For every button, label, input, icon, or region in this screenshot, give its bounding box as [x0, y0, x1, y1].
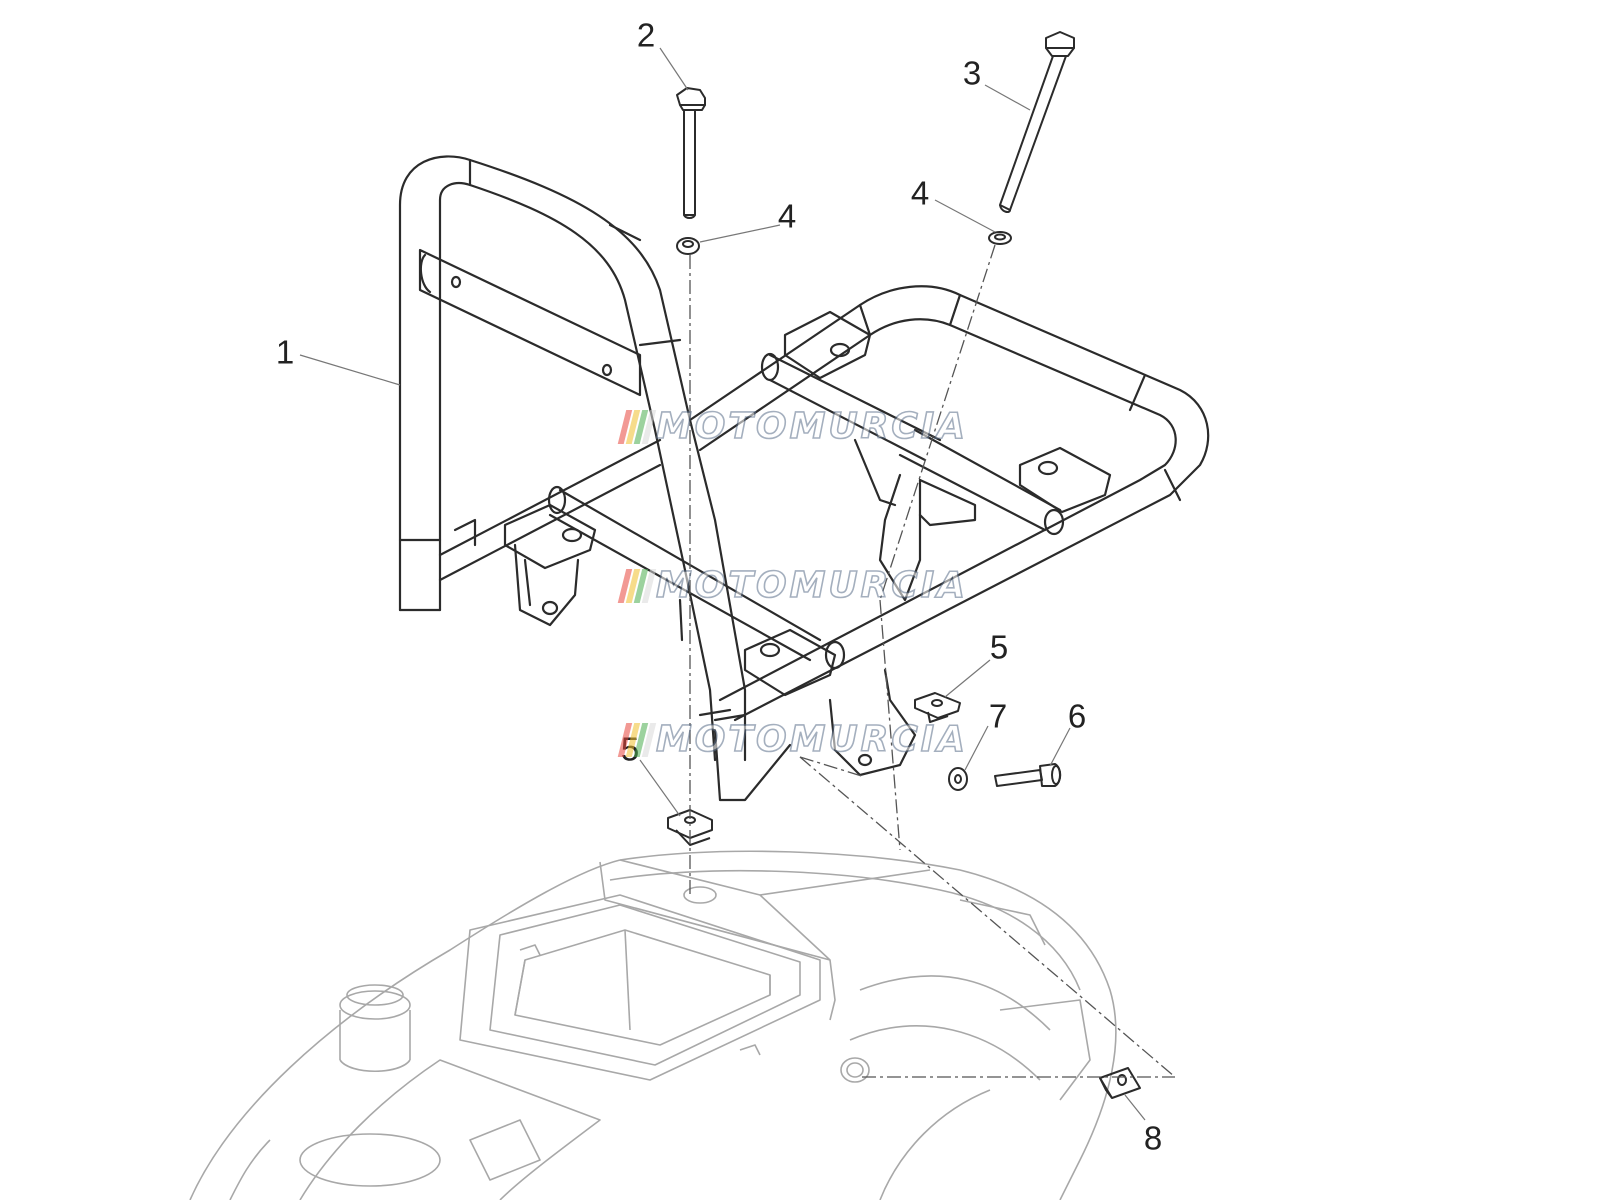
assembly-axis-lines	[689, 244, 1176, 1078]
watermark-text: MOTOMURCIA	[655, 564, 969, 607]
watermark-logo-bottom: MOTOMURCIA	[617, 718, 969, 761]
washer-left	[676, 237, 700, 255]
callout-6: 6	[1067, 697, 1087, 735]
watermark-stripes	[617, 722, 657, 757]
watermark-text: MOTOMURCIA	[655, 718, 969, 761]
callout-5-upper: 5	[989, 628, 1009, 666]
watermark-logo-middle: MOTOMURCIA	[617, 564, 969, 607]
spring-nut	[1099, 1067, 1141, 1099]
cap-screw	[994, 763, 1062, 787]
rear-luggage-rack	[398, 155, 1210, 802]
callout-4-left: 4	[777, 197, 797, 235]
scooter-rear-body	[189, 850, 1117, 1200]
clip-nut-upper	[914, 692, 961, 723]
callout-2: 2	[636, 16, 656, 54]
callout-1: 1	[275, 333, 295, 371]
watermark-logo-top: MOTOMURCIA	[617, 405, 969, 448]
bolt-short	[676, 87, 706, 219]
watermark-stripes	[617, 568, 657, 603]
callout-8: 8	[1143, 1119, 1163, 1157]
watermark-stripes	[617, 409, 657, 444]
callout-3: 3	[962, 54, 982, 92]
bolt-long	[999, 31, 1075, 214]
washer-right	[988, 231, 1012, 245]
leader-lines	[299, 47, 1146, 1121]
callout-7: 7	[988, 697, 1008, 735]
watermark-text: MOTOMURCIA	[655, 405, 969, 448]
callout-4-right: 4	[910, 174, 930, 212]
washer-small	[948, 767, 968, 791]
